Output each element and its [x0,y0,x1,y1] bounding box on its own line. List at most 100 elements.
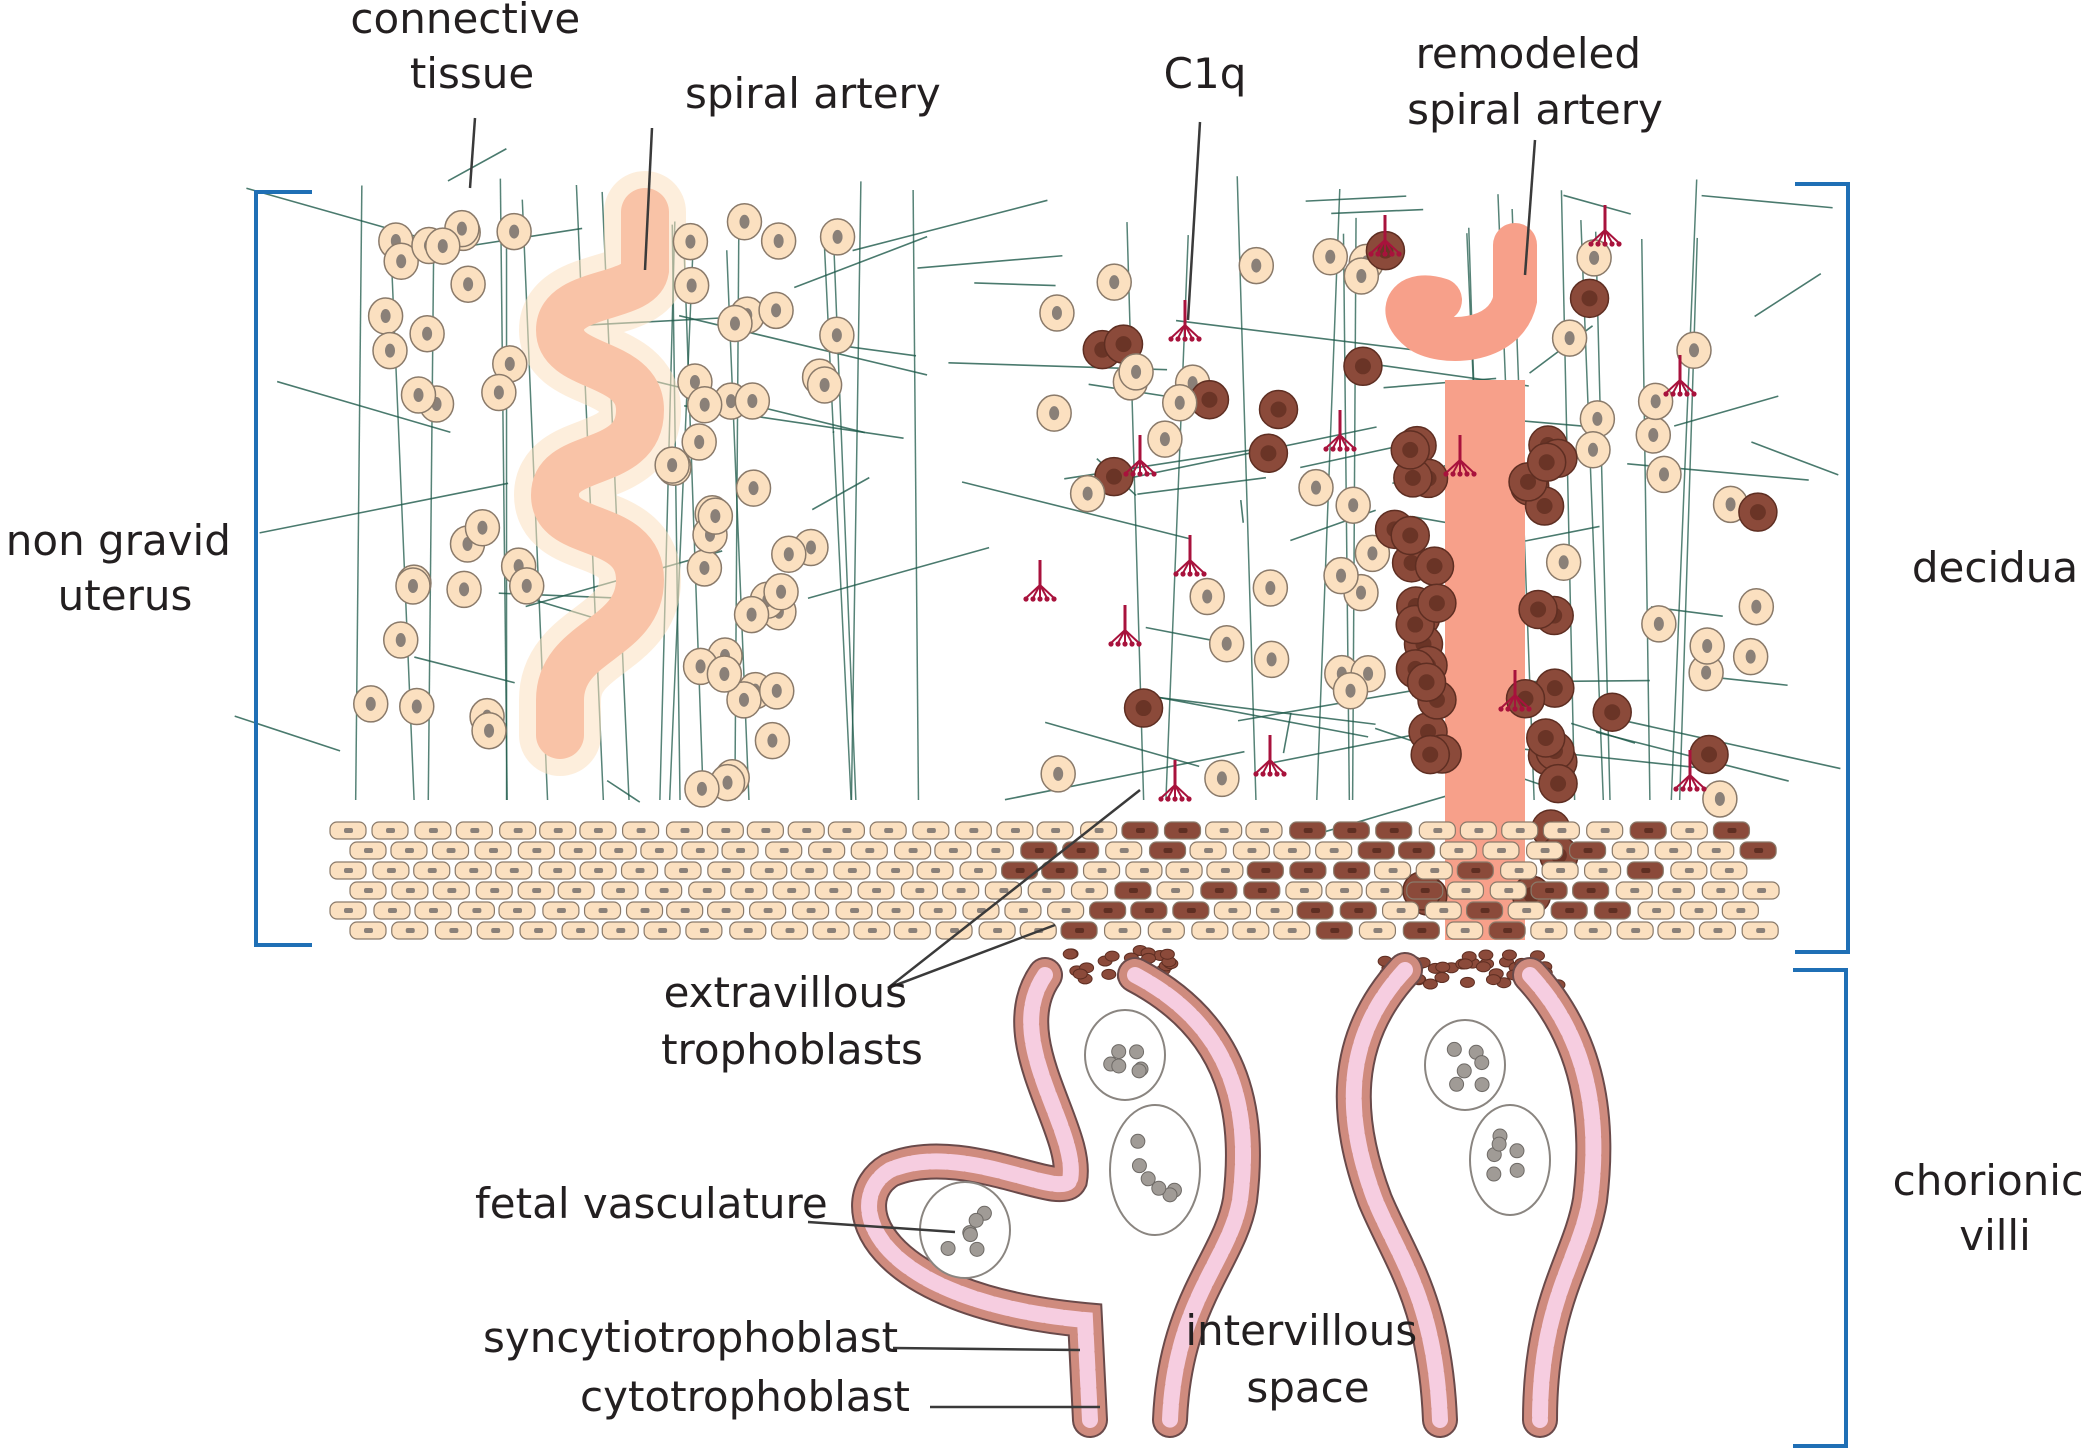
c1q-head [1180,571,1185,576]
layer-nucleus [553,868,562,873]
fetal-red-blood-cell [1447,1042,1461,1056]
layer-nucleus [1247,848,1256,853]
layer-nucleus [949,848,958,853]
stromal-nucleus [509,225,519,239]
layer-nucleus [364,928,373,933]
connective-tissue-label: connective tissue [350,0,593,98]
connective-fiber [1525,526,1599,541]
fetal-vessel [1470,1105,1550,1215]
layer-nucleus [406,928,415,933]
layer-nucleus [1140,868,1149,873]
connective-fiber [1241,500,1243,523]
extravillous-trophoblast [1476,962,1490,972]
connective-fiber [794,237,927,288]
layer-nucleus [744,928,753,933]
layer-nucleus [405,848,414,853]
stromal-nucleus [1109,275,1119,289]
layer-nucleus [1288,848,1297,853]
decidual-nucleus [1604,704,1620,720]
c1q-head [1030,596,1035,601]
c1q-head [1274,771,1279,776]
stromal-nucleus [1592,412,1602,426]
layer-nucleus [554,828,563,833]
layer-nucleus [1516,828,1525,833]
layer-nucleus [1171,888,1180,893]
c1q-head [1691,391,1696,396]
stromal-nucleus [687,279,697,293]
basal-cell-layer [330,822,1779,939]
c1q-head [1136,641,1141,646]
c1q-head [1130,471,1135,476]
c1q-head [1512,706,1517,711]
layer-nucleus [641,908,650,913]
layer-nucleus [1348,868,1357,873]
c1q-head [1267,771,1272,776]
layer-nucleus [908,928,917,933]
c1q-head [1115,641,1120,646]
stromal-nucleus [726,394,736,408]
c1q-head [1687,786,1692,791]
layer-nucleus [1471,868,1480,873]
layer-nucleus [1077,848,1086,853]
c1q-head [1471,471,1476,476]
c1q-head [1023,596,1028,601]
c1q-head [1175,336,1180,341]
layer-nucleus [927,828,936,833]
layer-nucleus [1461,928,1470,933]
stromal-nucleus [690,375,700,389]
layer-nucleus [1304,828,1313,833]
layer-nucleus [974,868,983,873]
c1q-head [1344,446,1349,451]
layer-nucleus [513,908,522,913]
stromal-nucleus [1217,771,1227,785]
layer-nucleus [1136,828,1145,833]
layer-nucleus [805,868,814,873]
stromal-nucleus [505,357,515,371]
layer-nucleus [1481,908,1490,913]
fetal-red-blood-cell [1112,1045,1126,1059]
layer-nucleus [1672,888,1681,893]
stromal-nucleus [1348,498,1358,512]
layer-nucleus [991,848,1000,853]
stromal-nucleus [438,239,448,253]
layer-nucleus [909,848,918,853]
layer-nucleus [1075,928,1084,933]
stromal-nucleus [774,234,784,248]
stromal-nucleus [739,693,749,707]
layer-nucleus [827,928,836,933]
c1q-head [1351,446,1356,451]
remodeled-spiral-artery-lumen [1407,245,1515,339]
stromal-nucleus [1251,259,1261,273]
c1q-label: C1q [1164,49,1247,98]
layer-nucleus [472,908,481,913]
fetal-red-blood-cell [1152,1181,1166,1195]
layer-nucleus [1261,868,1270,873]
decidual-nucleus [1582,290,1598,306]
layer-nucleus [1164,848,1173,853]
layer-nucleus [1589,928,1598,933]
c1q-head [1670,391,1675,396]
stromal-nucleus [522,579,532,593]
layer-nucleus [1179,828,1188,833]
connective-fiber [853,200,1048,250]
c1q-head [1382,251,1387,256]
layer-nucleus [1330,848,1339,853]
c1q-head [1330,446,1335,451]
c1q-head [1281,771,1286,776]
intervillous-space-label: intervillous space [1185,1306,1430,1412]
extravillous-trophoblast [1479,950,1493,960]
layer-nucleus [447,888,456,893]
layer-nucleus [1215,888,1224,893]
layer-nucleus [344,828,353,833]
stromal-nucleus [484,724,494,738]
fetal-red-blood-cell [941,1241,955,1255]
c1q-head [1663,391,1668,396]
c1q-head [1260,771,1265,776]
fetal-vessel [1110,1105,1200,1235]
layer-nucleus [1587,888,1596,893]
layer-nucleus [1413,848,1422,853]
layer-nucleus [1754,848,1763,853]
layer-nucleus [447,848,456,853]
layer-nucleus [1304,868,1313,873]
extravillous-trophoblast [1458,959,1472,969]
